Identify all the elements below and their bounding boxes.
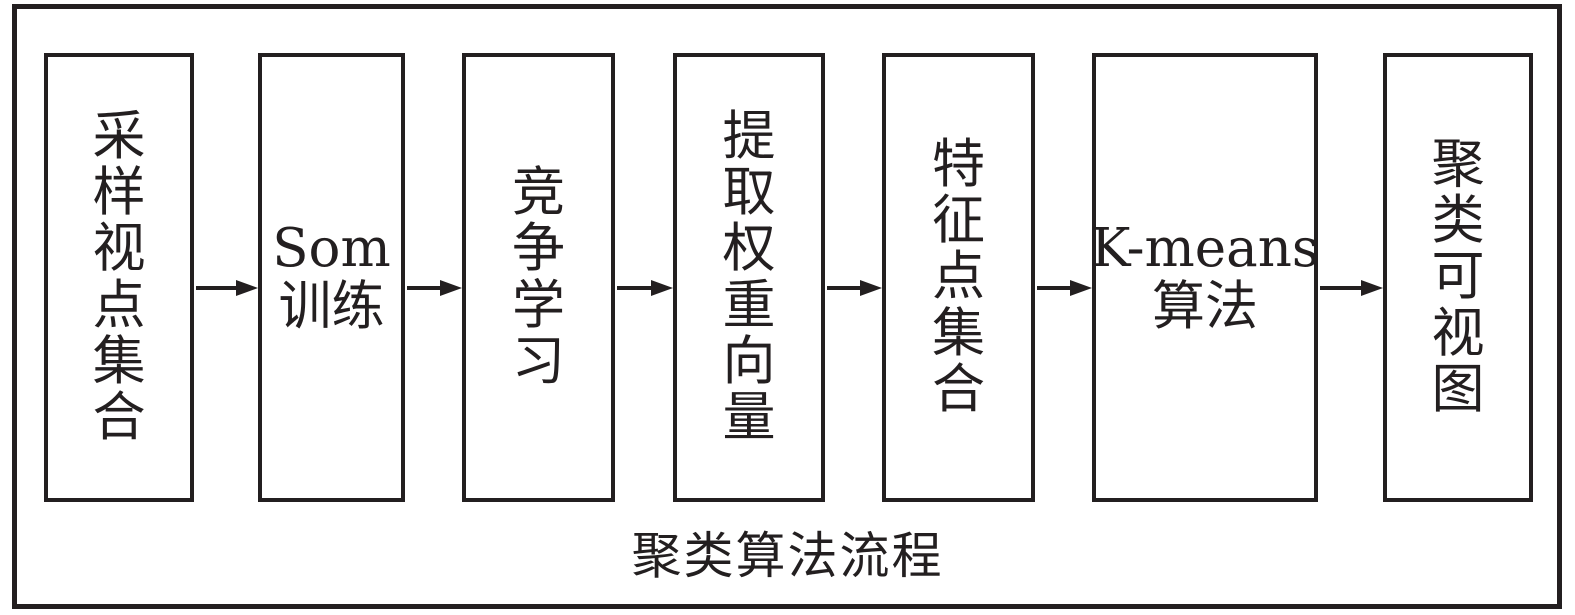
flow-step-label-char: 竞 [512, 162, 565, 224]
flow-step-label-line: 算法 [1152, 275, 1258, 337]
arrow-head [860, 280, 882, 296]
flow-step-feature-point-set[interactable]: 特征点集合 [882, 53, 1035, 502]
arrow-shaft [407, 286, 442, 290]
flow-step-label-char: 图 [1431, 358, 1485, 420]
arrow-shaft [617, 286, 653, 290]
flow-step-extract-weight-vector[interactable]: 提取权重向量 [673, 53, 825, 502]
flow-step-label-char: 采 [92, 105, 146, 167]
flow-step-label-char: 集 [932, 302, 985, 364]
diagram-outer-frame [12, 4, 1562, 609]
flow-step-label-char: 集 [92, 330, 146, 392]
arrow-head [236, 280, 258, 296]
flow-step-label-char: 视 [92, 218, 146, 280]
flow-step-label-line: 训练 [278, 275, 385, 337]
flow-step-label-char: 习 [512, 330, 565, 392]
flow-step-label-line: K-means [1090, 218, 1320, 280]
flow-step-label-char: 重 [722, 274, 776, 336]
flow-step-label-char: 提 [722, 105, 776, 167]
diagram-caption: 聚类算法流程 [631, 527, 944, 585]
flow-arrow-icon-arrow-5 [1037, 280, 1092, 296]
arrow-head [651, 280, 673, 296]
flow-step-label-char: 类 [1431, 190, 1485, 252]
flow-step-label: 提取权重向量 [722, 105, 776, 448]
arrow-head [440, 280, 462, 296]
flow-step-label-char: 争 [512, 218, 565, 280]
flow-step-label-char: 点 [92, 274, 146, 336]
flow-step-label: 竞争学习 [512, 162, 565, 392]
flow-step-label-char: 特 [932, 134, 985, 196]
arrow-head [1070, 280, 1092, 296]
arrow-head [1361, 280, 1383, 296]
flow-step-label: 聚类可视图 [1431, 134, 1485, 420]
flow-step-label-char: 取 [722, 162, 776, 224]
flow-step-label: 采样视点集合 [92, 105, 146, 448]
flow-step-label: 特征点集合 [932, 134, 985, 420]
arrow-shaft [1320, 286, 1363, 290]
arrow-shaft [827, 286, 862, 290]
arrow-shaft [196, 286, 238, 290]
flow-step-label-char: 点 [932, 246, 985, 308]
flow-step-label-char: 可 [1431, 246, 1485, 308]
flow-step-label-char: 样 [92, 162, 146, 224]
flow-step-label-line: Som [272, 218, 391, 280]
flow-step-label-char: 学 [512, 274, 565, 336]
flow-arrow-icon-arrow-3 [617, 280, 673, 296]
flow-step-label-char: 权 [722, 218, 776, 280]
flow-step-label-char: 征 [932, 190, 985, 252]
flow-step-label-char: 向 [722, 330, 776, 392]
flow-arrow-icon-arrow-2 [407, 280, 462, 296]
flow-arrow-icon-arrow-4 [827, 280, 882, 296]
flow-step-sampling-viewpoint-set[interactable]: 采样视点集合 [44, 53, 194, 502]
flow-step-competitive-learning[interactable]: 竞争学习 [462, 53, 615, 502]
flow-arrow-icon-arrow-6 [1320, 280, 1383, 296]
flow-step-label-char: 量 [722, 386, 776, 448]
flow-step-label-char: 视 [1431, 302, 1485, 364]
flow-arrow-icon-arrow-1 [196, 280, 258, 296]
flow-step-label-char: 合 [932, 358, 985, 420]
arrow-shaft [1037, 286, 1072, 290]
flow-step-label-char: 合 [92, 386, 146, 448]
flow-step-cluster-visualization[interactable]: 聚类可视图 [1383, 53, 1533, 502]
flow-step-label-char: 聚 [1431, 134, 1485, 196]
